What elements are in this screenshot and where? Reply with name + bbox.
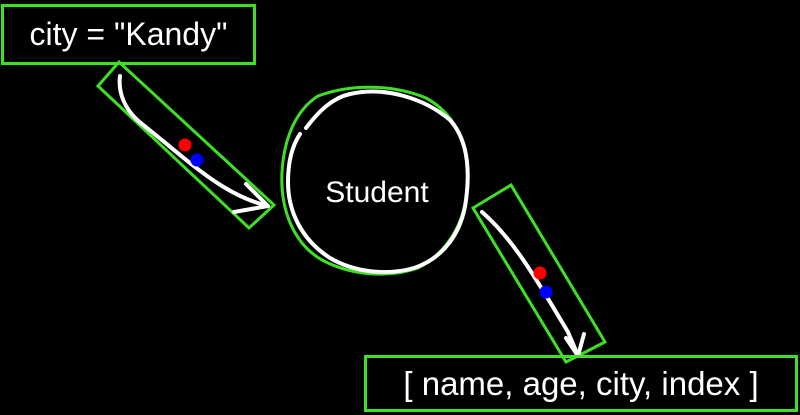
output-label: [ name, age, city, index ] bbox=[364, 355, 798, 412]
arrow-node-to-output bbox=[470, 182, 608, 364]
arrow-2-red-dot bbox=[533, 266, 547, 280]
input-label: city = "Kandy" bbox=[1, 4, 256, 65]
input-label-text: city = "Kandy" bbox=[29, 16, 228, 52]
student-node-sketch bbox=[285, 89, 470, 275]
arrow-1-shaft bbox=[117, 74, 270, 208]
student-node-label: Student bbox=[325, 176, 429, 209]
arrow-1-head bbox=[232, 182, 270, 214]
arrow-2-bounding-box bbox=[470, 182, 608, 364]
arrow-input-to-node bbox=[95, 59, 277, 231]
arrow-1-red-dot bbox=[178, 138, 192, 152]
arrow-2-shaft bbox=[480, 210, 580, 358]
arrow-2-blue-dot bbox=[539, 285, 553, 299]
student-node bbox=[280, 85, 470, 276]
output-label-text: [ name, age, city, index ] bbox=[403, 364, 759, 402]
arrow-1-bounding-box bbox=[95, 59, 277, 231]
arrow-1-blue-dot bbox=[190, 153, 204, 167]
